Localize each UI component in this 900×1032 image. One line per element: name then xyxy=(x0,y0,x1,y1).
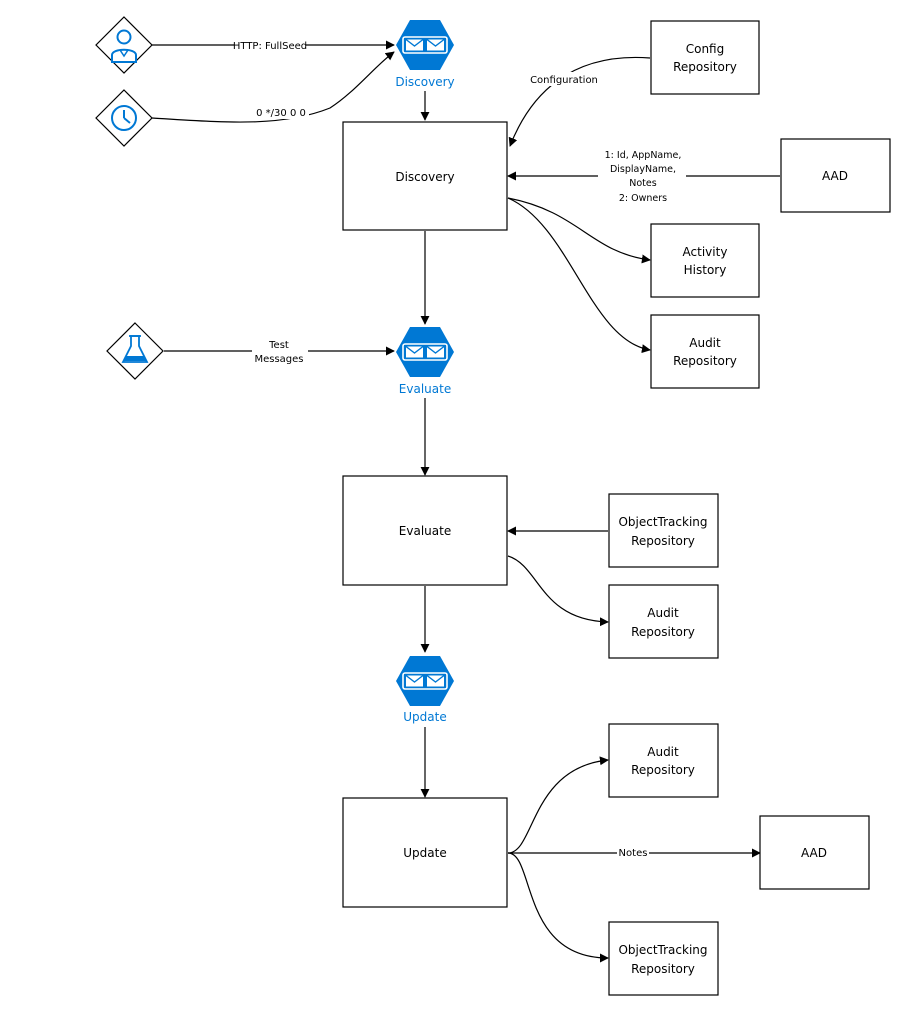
audit-repository-discovery-box: Audit Repository xyxy=(650,314,760,389)
clock-icon xyxy=(111,105,137,131)
aad-fields-label-line2: DisplayName, xyxy=(610,164,676,175)
audit-repository-label-line1: Audit xyxy=(689,336,721,350)
audit-repository-evaluate-box: Audit Repository xyxy=(608,584,719,659)
audit-repository-label-line2: Repository xyxy=(631,763,695,777)
audit-repository-update-box: Audit Repository xyxy=(608,723,719,798)
evaluate-function-label: Evaluate xyxy=(399,524,451,538)
objecttracking-repository-update-box: ObjectTracking Repository xyxy=(608,921,719,996)
objecttracking-repository-label-line1: ObjectTracking xyxy=(618,515,707,529)
objecttracking-repository-label-line2: Repository xyxy=(631,534,695,548)
queue-icon xyxy=(395,326,455,378)
update-queue: Update xyxy=(395,655,455,724)
aad-top-label: AAD xyxy=(822,169,848,183)
objecttracking-repository-evaluate-box: ObjectTracking Repository xyxy=(608,493,719,568)
timer-trigger xyxy=(95,89,153,147)
aad-fields-label-line1: 1: Id, AppName, xyxy=(605,150,682,161)
aad-fields-label-line3: Notes xyxy=(629,178,656,189)
activity-history-label-line1: Activity xyxy=(683,245,728,259)
update-function-label: Update xyxy=(403,846,446,860)
activity-history-box: Activity History xyxy=(650,223,760,298)
aad-bottom-label: AAD xyxy=(801,846,827,860)
notes-edge-label: Notes xyxy=(619,848,648,859)
config-repository-label-line1: Config xyxy=(686,42,725,56)
audit-repository-label-line2: Repository xyxy=(673,354,737,368)
objecttracking-repository-label-line2: Repository xyxy=(631,962,695,976)
edge-update-to-objecttracking xyxy=(507,852,609,963)
aad-top-box: AAD xyxy=(780,138,891,213)
discovery-queue-label: Discovery xyxy=(395,75,454,89)
discovery-function-box: Discovery xyxy=(342,121,508,231)
aad-fields-label-line4: 2: Owners xyxy=(619,193,667,204)
test-messages-label-line2: Messages xyxy=(254,354,303,365)
configuration-edge-label: Configuration xyxy=(530,75,598,86)
http-trigger-label: HTTP: FullSeed xyxy=(233,41,307,52)
objecttracking-repository-label-line1: ObjectTracking xyxy=(618,943,707,957)
test-messages-label-line1: Test xyxy=(268,340,289,351)
discovery-function-label: Discovery xyxy=(395,170,454,184)
edge-discovery-to-activity-history xyxy=(507,197,651,264)
edge-timer-to-discovery-queue xyxy=(151,51,395,123)
edge-update-to-audit-repository xyxy=(507,756,609,854)
config-repository-label-line2: Repository xyxy=(673,60,737,74)
timer-schedule-label: 0 */30 0 0 xyxy=(256,108,306,119)
update-function-box: Update xyxy=(342,797,508,908)
aad-bottom-box: AAD xyxy=(759,815,870,890)
audit-repository-label-line1: Audit xyxy=(647,606,679,620)
queue-icon xyxy=(395,19,455,71)
evaluate-function-box: Evaluate xyxy=(342,475,508,586)
audit-repository-label-line2: Repository xyxy=(631,625,695,639)
edge-evaluate-to-audit-repository xyxy=(507,555,609,627)
config-repository-box: Config Repository xyxy=(650,20,760,95)
edge-config-to-discovery xyxy=(508,56,651,147)
evaluate-queue-label: Evaluate xyxy=(399,382,451,396)
update-queue-label: Update xyxy=(403,710,446,724)
audit-repository-label-line1: Audit xyxy=(647,745,679,759)
user-icon xyxy=(111,29,137,63)
http-trigger xyxy=(95,16,153,74)
edge-discovery-to-audit-repository xyxy=(507,197,651,354)
queue-icon xyxy=(395,655,455,707)
discovery-queue: Discovery xyxy=(395,19,455,89)
edge-labels: HTTP: FullSeed 0 */30 0 0 Configuration … xyxy=(233,38,686,860)
activity-history-label-line2: History xyxy=(684,263,727,277)
test-trigger xyxy=(106,322,164,380)
flask-icon xyxy=(121,335,149,363)
evaluate-queue: Evaluate xyxy=(395,326,455,396)
